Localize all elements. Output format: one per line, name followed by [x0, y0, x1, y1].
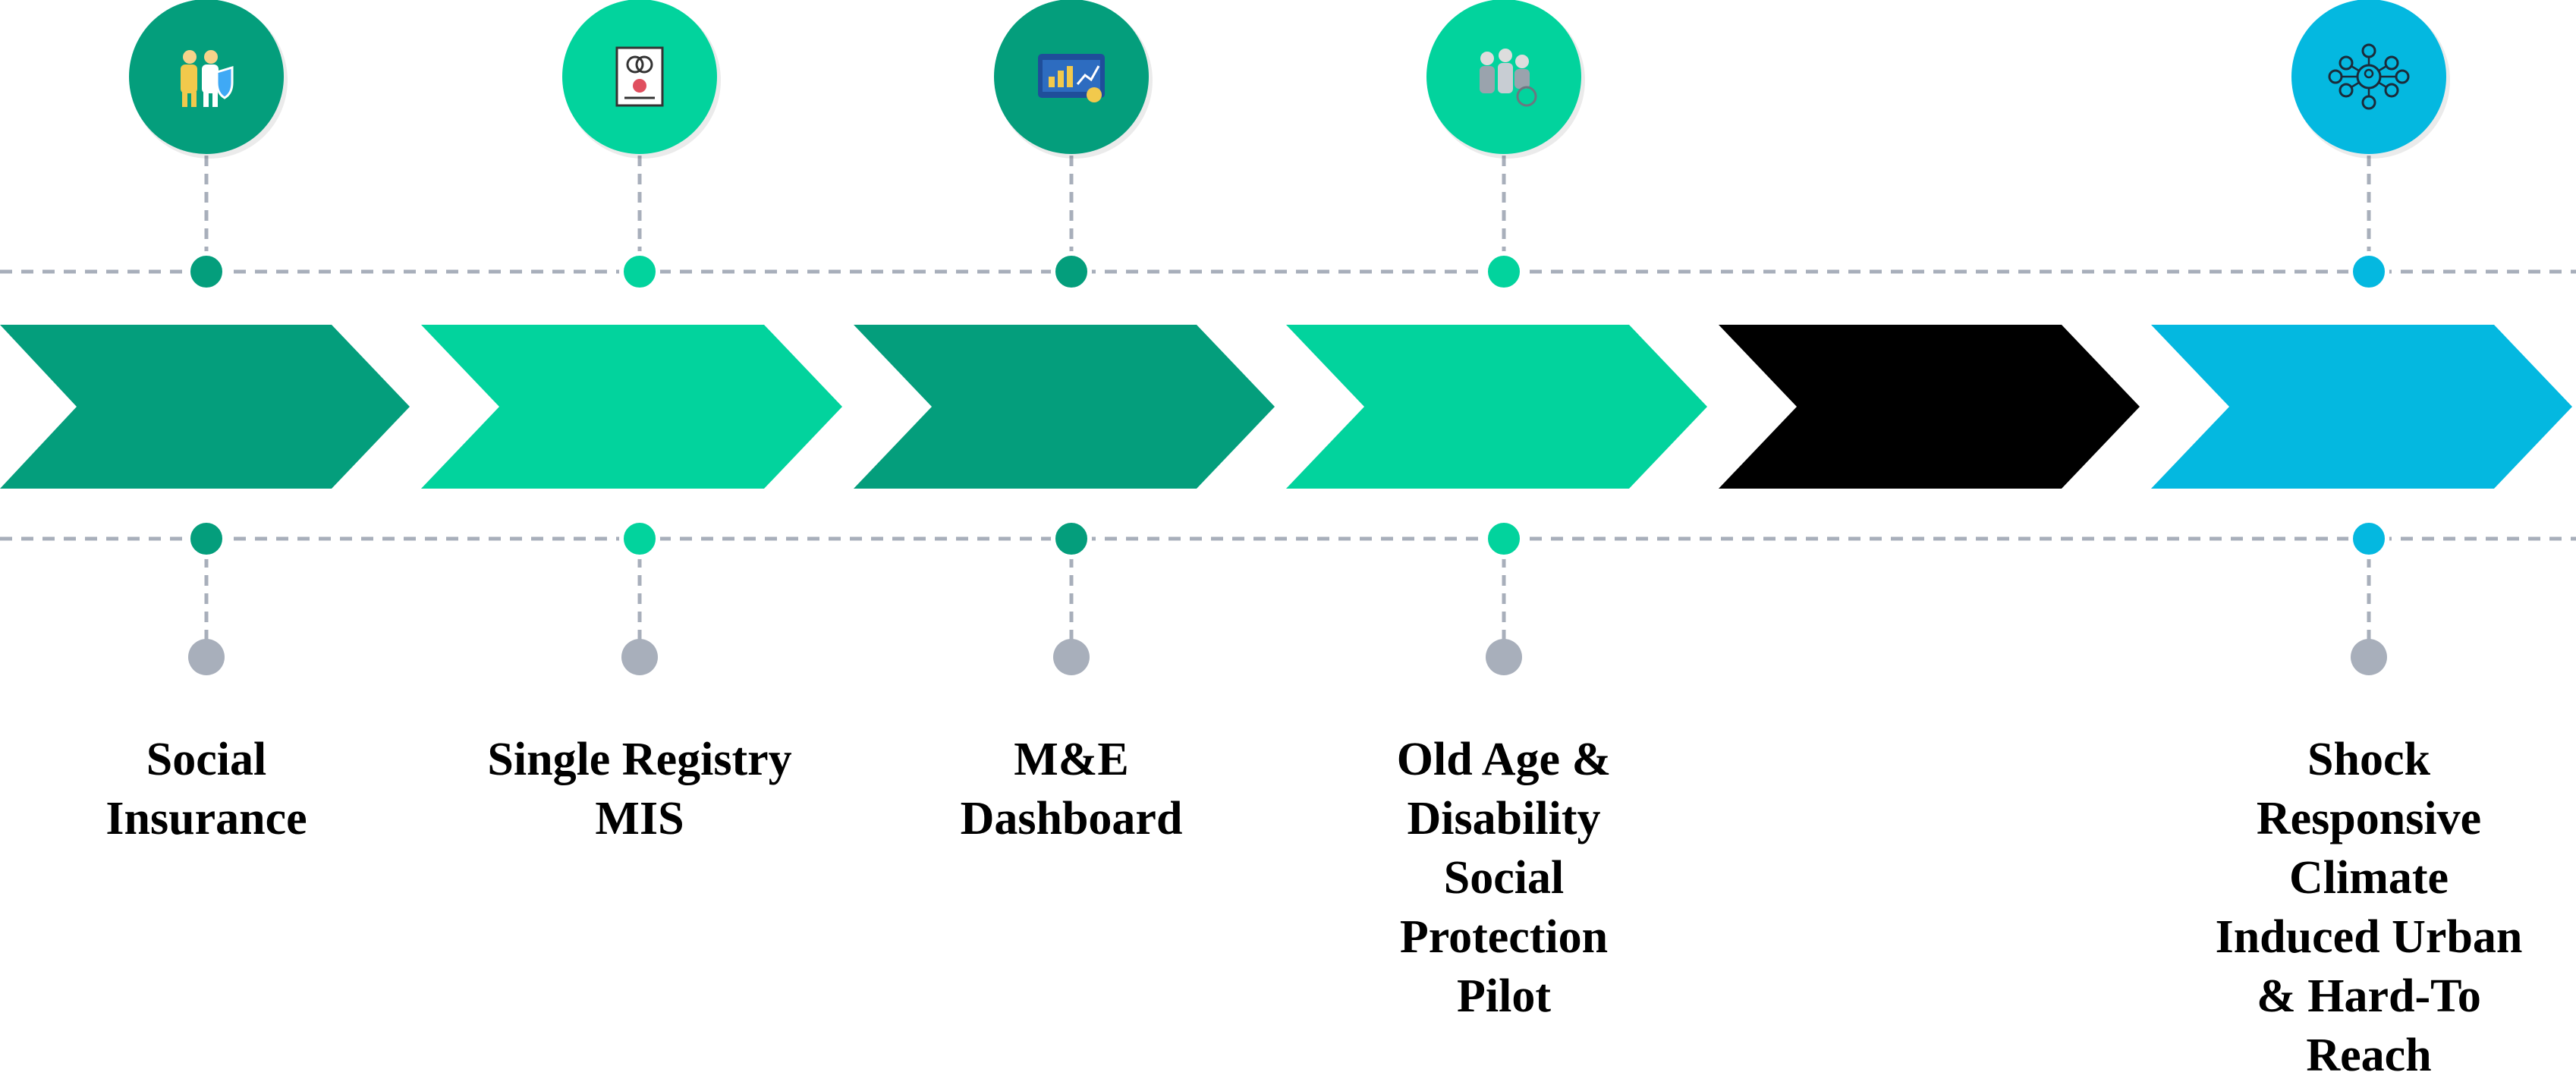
chevron-step-6: [2151, 325, 2572, 489]
timeline-dot-top: [1483, 251, 1524, 292]
timeline-dot-top: [619, 251, 660, 292]
step-label: M&E Dashboard: [960, 734, 1183, 844]
timeline-dot-top: [186, 251, 227, 292]
elderly-disability-group-icon: [1480, 49, 1537, 107]
timeline-dot-grey: [188, 639, 225, 675]
timeline-dot-grey: [621, 639, 658, 675]
timeline-dot-bottom: [1483, 518, 1524, 559]
timeline-dot-grey: [1486, 639, 1522, 675]
timeline-dot-grey: [2351, 639, 2387, 675]
chevron-step-3: [854, 325, 1275, 489]
timeline-dot-top: [1051, 251, 1092, 292]
chevron-step-1: [0, 325, 410, 489]
registry-certificate-icon: [615, 46, 664, 107]
analytics-dashboard-icon: [1038, 54, 1105, 102]
timeline-dot-bottom: [1051, 518, 1092, 559]
step-label: Single Registry MIS: [487, 734, 792, 844]
family-insurance-shield-icon: [181, 50, 234, 107]
chevron-step-4: [1286, 325, 1707, 489]
step-label: Social Insurance: [105, 734, 307, 844]
step-label: Shock Responsive Climate Induced Urban &…: [2215, 734, 2523, 1081]
network-people-icon: [2328, 43, 2410, 110]
timeline-dot-top: [2348, 251, 2389, 292]
timeline-dot-grey: [1053, 639, 1090, 675]
chevron-step-2: [421, 325, 842, 489]
timeline-dot-bottom: [2348, 518, 2389, 559]
step-label: Old Age & Disability Social Protection P…: [1396, 734, 1612, 1022]
timeline-dot-bottom: [619, 518, 660, 559]
chevron-step-5: [1719, 325, 2140, 489]
timeline-dot-bottom: [186, 518, 227, 559]
